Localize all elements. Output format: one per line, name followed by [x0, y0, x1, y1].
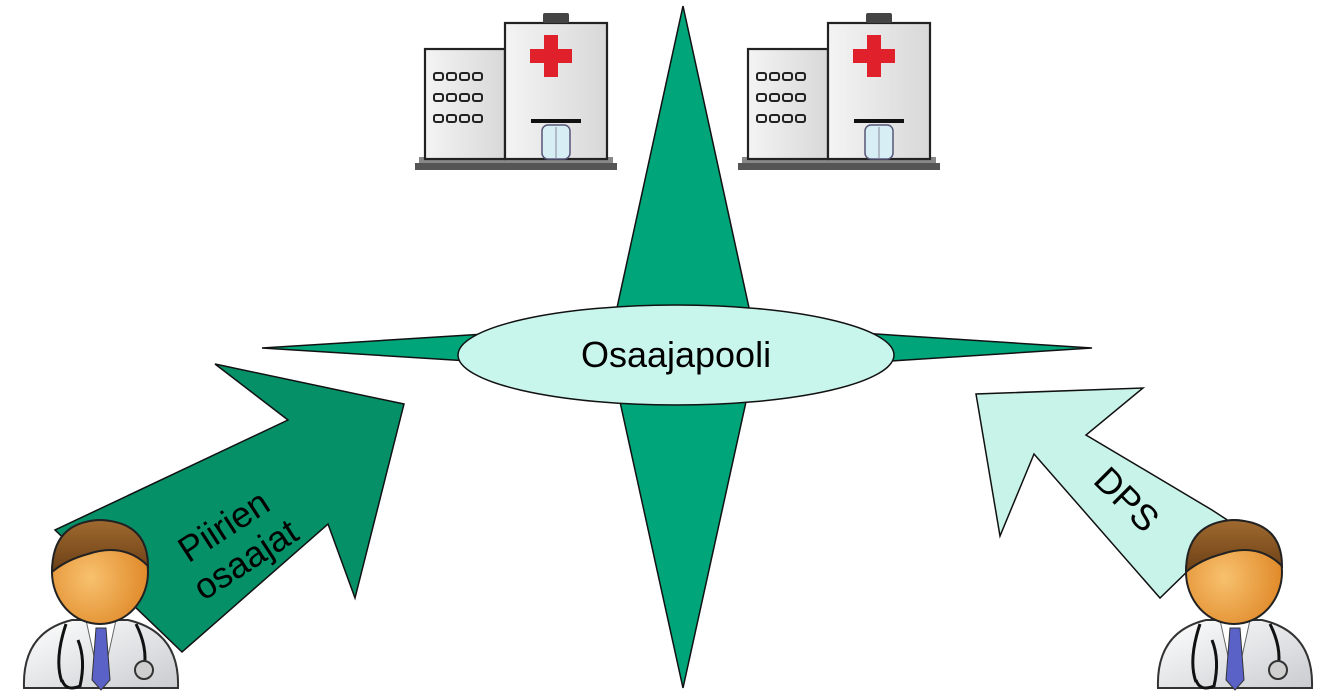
center-ellipse: Osaajapooli — [457, 304, 895, 406]
center-label: Osaajapooli — [581, 334, 771, 375]
hospital-icon — [736, 11, 942, 172]
hospital-icon — [413, 11, 619, 172]
arrow-dps — [975, 387, 1237, 600]
